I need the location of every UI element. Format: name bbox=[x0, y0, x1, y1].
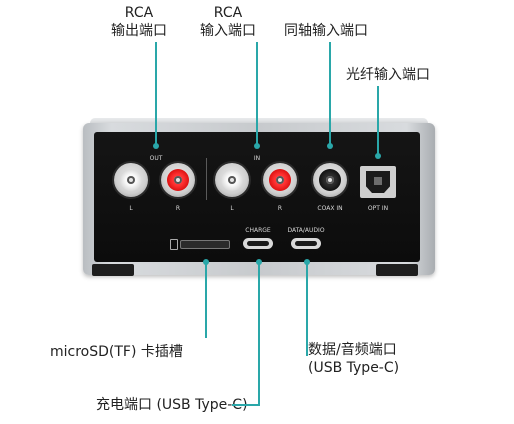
leader-dot-optical-input bbox=[375, 153, 381, 159]
callout-data-audio-port: 数据/音频端口 (USB Type-C) bbox=[308, 341, 399, 377]
callout-rca-output-line2: 输出端口 bbox=[111, 23, 167, 39]
panel-label-out: OUT bbox=[149, 155, 163, 162]
leader-rca-output bbox=[155, 42, 157, 146]
leader-coax-input bbox=[329, 42, 331, 146]
rca-input-right-jack bbox=[263, 163, 297, 197]
label-data-audio: DATA/AUDIO bbox=[287, 227, 325, 234]
rca-output-left-jack bbox=[114, 163, 148, 197]
label-charge: CHARGE bbox=[245, 227, 271, 234]
leader-dot-data-audio bbox=[304, 259, 310, 265]
leader-dot-rca-output bbox=[153, 143, 159, 149]
callout-rca-input: RCA 输入端口 bbox=[196, 4, 260, 40]
label-out-r: R bbox=[175, 205, 181, 212]
leader-optical-input bbox=[377, 86, 379, 156]
callout-coax-input: 同轴输入端口 bbox=[284, 23, 368, 39]
callout-rca-output: RCA 输出端口 bbox=[107, 4, 171, 40]
coax-input-jack bbox=[313, 163, 347, 197]
sd-card-icon bbox=[170, 239, 178, 250]
device-foot-left bbox=[92, 264, 134, 276]
label-out-l: L bbox=[129, 205, 133, 212]
leader-dot-coax-input bbox=[327, 143, 333, 149]
out-in-divider bbox=[206, 158, 207, 200]
callout-charge-port: 充电端口 (USB Type-C) bbox=[96, 397, 248, 413]
leader-charge-horizontal bbox=[232, 404, 260, 406]
optical-input-port bbox=[360, 166, 396, 198]
leader-dot-microsd bbox=[203, 259, 209, 265]
usb-c-charge-port bbox=[243, 238, 273, 249]
device-foot-right bbox=[376, 264, 418, 276]
leader-charge-port bbox=[258, 262, 260, 404]
callout-rca-input-line2: 输入端口 bbox=[200, 23, 256, 39]
callout-optical-input: 光纤输入端口 bbox=[346, 67, 430, 83]
callout-data-audio-line1: 数据/音频端口 bbox=[308, 342, 397, 358]
microsd-slot bbox=[180, 240, 230, 249]
leader-microsd-slot bbox=[205, 262, 207, 338]
leader-dot-rca-input bbox=[254, 143, 260, 149]
rca-input-left-jack bbox=[215, 163, 249, 197]
callout-microsd-slot: microSD(TF) 卡插槽 bbox=[50, 344, 183, 360]
panel-label-in: IN bbox=[253, 155, 261, 162]
label-opt-in: OPT IN bbox=[367, 205, 389, 212]
usb-c-data-audio-port bbox=[291, 238, 321, 249]
rca-output-right-jack bbox=[161, 163, 195, 197]
callout-rca-output-line1: RCA bbox=[124, 5, 154, 21]
leader-dot-charge bbox=[256, 259, 262, 265]
leader-rca-input bbox=[256, 42, 258, 146]
leader-data-audio-port bbox=[306, 262, 308, 356]
callout-rca-input-line1: RCA bbox=[213, 5, 243, 21]
label-in-l: L bbox=[230, 205, 234, 212]
label-in-r: R bbox=[277, 205, 283, 212]
callout-data-audio-line2: (USB Type-C) bbox=[308, 360, 400, 376]
label-coax-in: COAX IN bbox=[317, 205, 343, 212]
